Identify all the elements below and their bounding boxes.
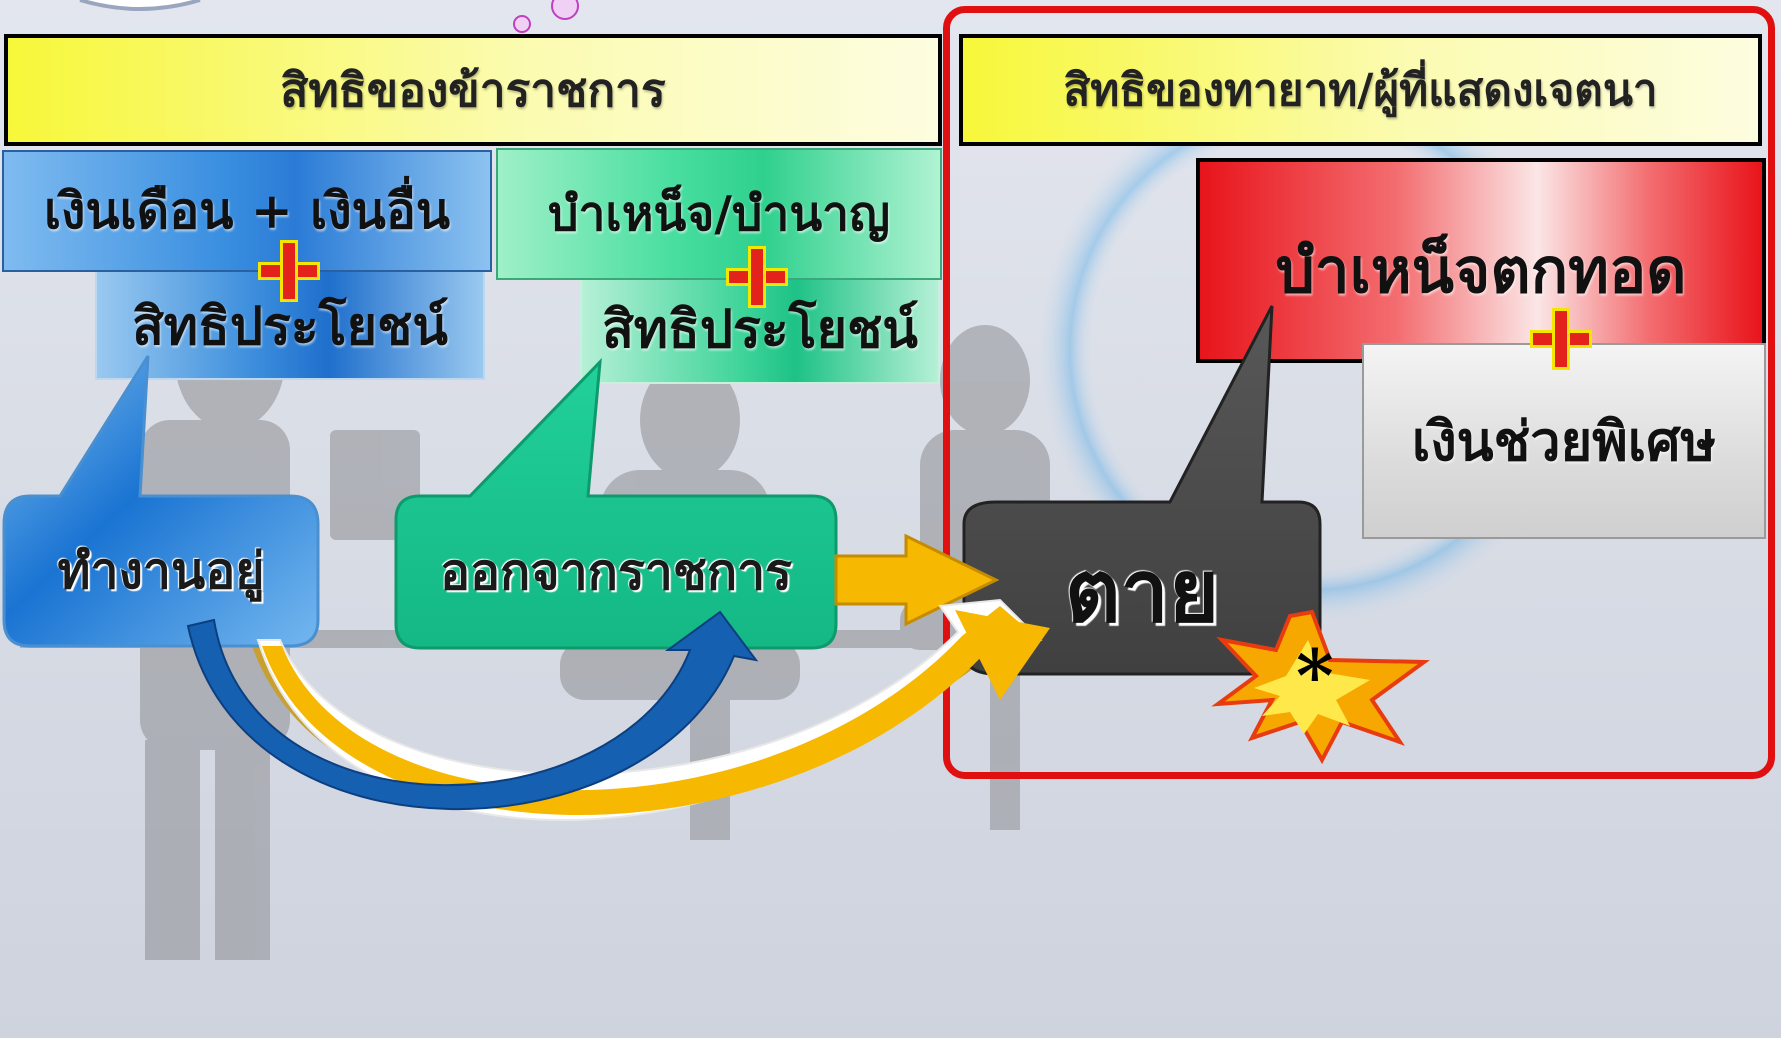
plus-icon [726,246,788,308]
header-civil-servant-rights: สิทธิของข้าราชการ [4,34,942,146]
leaving-callout [394,357,838,650]
explosion-icon [1211,609,1430,765]
arrow-leaving-to-death [834,533,1000,627]
death-gratuity-box: บำเหน็จตกทอด [1196,158,1766,363]
header-heir-rights: สิทธิของทายาท/ผู้ที่แสดงเจตนา [959,34,1762,146]
salary-box: เงินเดือน + เงินอื่น [2,150,492,272]
stage-death-label: ตาย [1064,540,1220,642]
arrow-working-to-leaving [186,610,759,810]
special-allowance-box: เงินช่วยพิเศษ [1362,343,1766,539]
heir-rights-frame [943,6,1775,779]
benefits-box-blue: สิทธิประโยชน์ [95,270,485,380]
stage-working-label: ทำงานอยู่ [57,540,265,600]
plus-icon [1530,308,1592,370]
plus-icon [258,240,320,302]
working-callout [2,355,320,648]
stage-leaving-label: ออกจากราชการ [439,541,793,601]
asterisk-mark: * [1296,633,1334,718]
pension-box: บำเหน็จ/บำนาญ [496,148,942,280]
